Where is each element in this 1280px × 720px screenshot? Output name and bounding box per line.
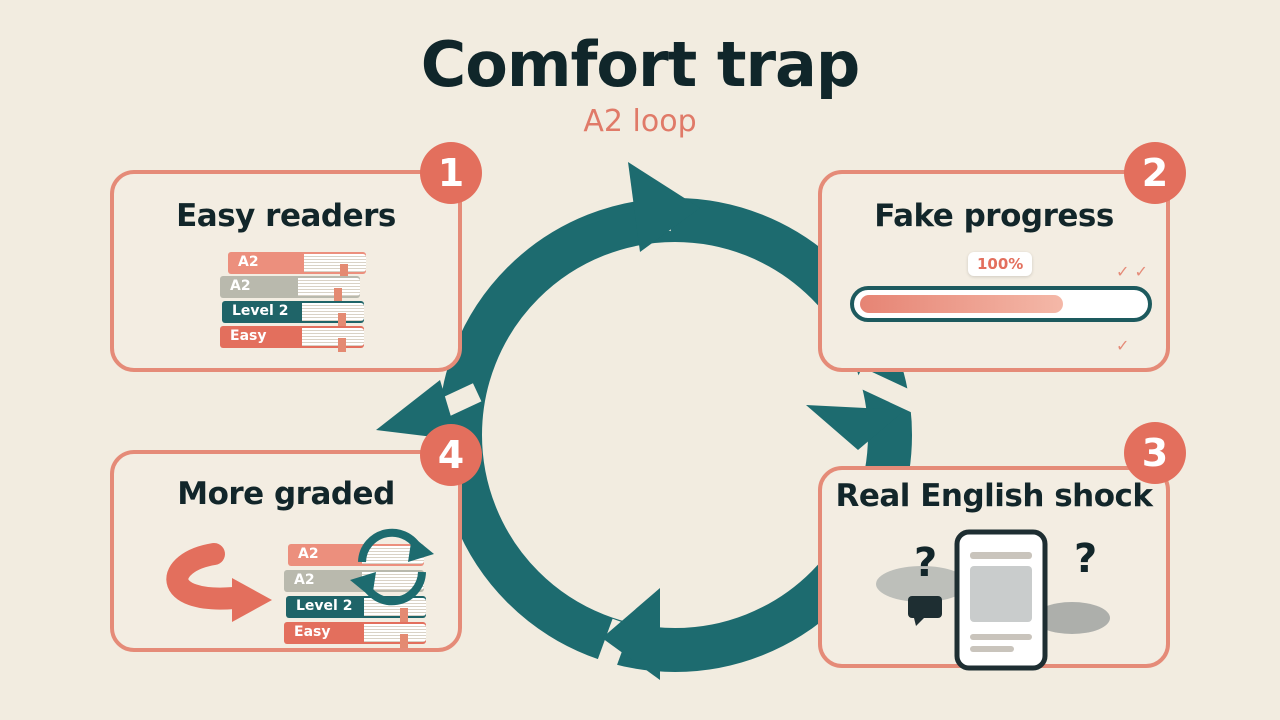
diagram-title: Comfort trap — [420, 28, 861, 101]
ring-gap-right — [853, 367, 922, 414]
step-badge-1: 1 — [420, 142, 482, 204]
storm-cloud-icon — [876, 566, 1110, 634]
book-level2: Level 2 — [222, 301, 364, 327]
book-easy: Easy — [220, 326, 364, 352]
book-label: A2 — [294, 572, 315, 588]
arrowhead-right — [806, 405, 905, 450]
progress-fill — [860, 295, 1063, 313]
step-card-3: Real English shock ? ? — [818, 466, 1170, 671]
book-easy: Easy — [284, 622, 426, 648]
step-badge-2: 2 — [1124, 142, 1186, 204]
book-a2-second: A2 — [220, 276, 360, 302]
question-mark-icon: ? — [1074, 536, 1098, 582]
book-label: A2 — [298, 546, 319, 562]
step-badge-3: 3 — [1124, 422, 1186, 484]
book-label: A2 — [238, 254, 259, 270]
progress-bar — [850, 286, 1152, 322]
book-a2-top: A2 — [228, 252, 366, 278]
check-icon: ✓ — [1116, 336, 1130, 355]
step-3-title: Real English shock — [835, 478, 1153, 514]
check-icon: ✓ ✓ — [1116, 262, 1148, 281]
step-4-title: More graded — [177, 476, 395, 512]
book-a2-second: A2 — [284, 570, 424, 592]
book-label: A2 — [230, 278, 251, 294]
arrowhead-bottom — [602, 588, 660, 680]
book-label: Level 2 — [232, 303, 289, 319]
refresh-loop-icon — [350, 528, 434, 606]
chat-bubble-icon — [908, 596, 942, 626]
step-badge-4: 4 — [420, 424, 482, 486]
question-mark-icon: ? — [914, 540, 938, 586]
step-1-title: Easy readers — [176, 198, 396, 234]
step-card-1: Easy readers A2 A2 Level 2 Easy — [110, 170, 462, 372]
shock-illustration — [876, 529, 1110, 671]
step-card-4: More graded A2 A2 Level 2 Easy — [110, 450, 462, 652]
progress-percent-bubble: 100% — [968, 252, 1033, 276]
step-2-title: Fake progress — [874, 198, 1114, 234]
book-label: Easy — [294, 624, 331, 640]
book-label: Level 2 — [296, 598, 353, 614]
step-card-2: Fake progress 100% ✓ ✓ ✓ — [818, 170, 1170, 372]
diagram-subtitle: A2 loop — [583, 104, 697, 139]
book-label: Easy — [230, 328, 267, 344]
book-a2-top: A2 — [288, 544, 424, 566]
phone-icon — [954, 529, 1048, 671]
curved-arrow-icon — [166, 543, 272, 622]
arrowhead-top — [628, 162, 700, 252]
arrowhead-left — [376, 380, 458, 440]
